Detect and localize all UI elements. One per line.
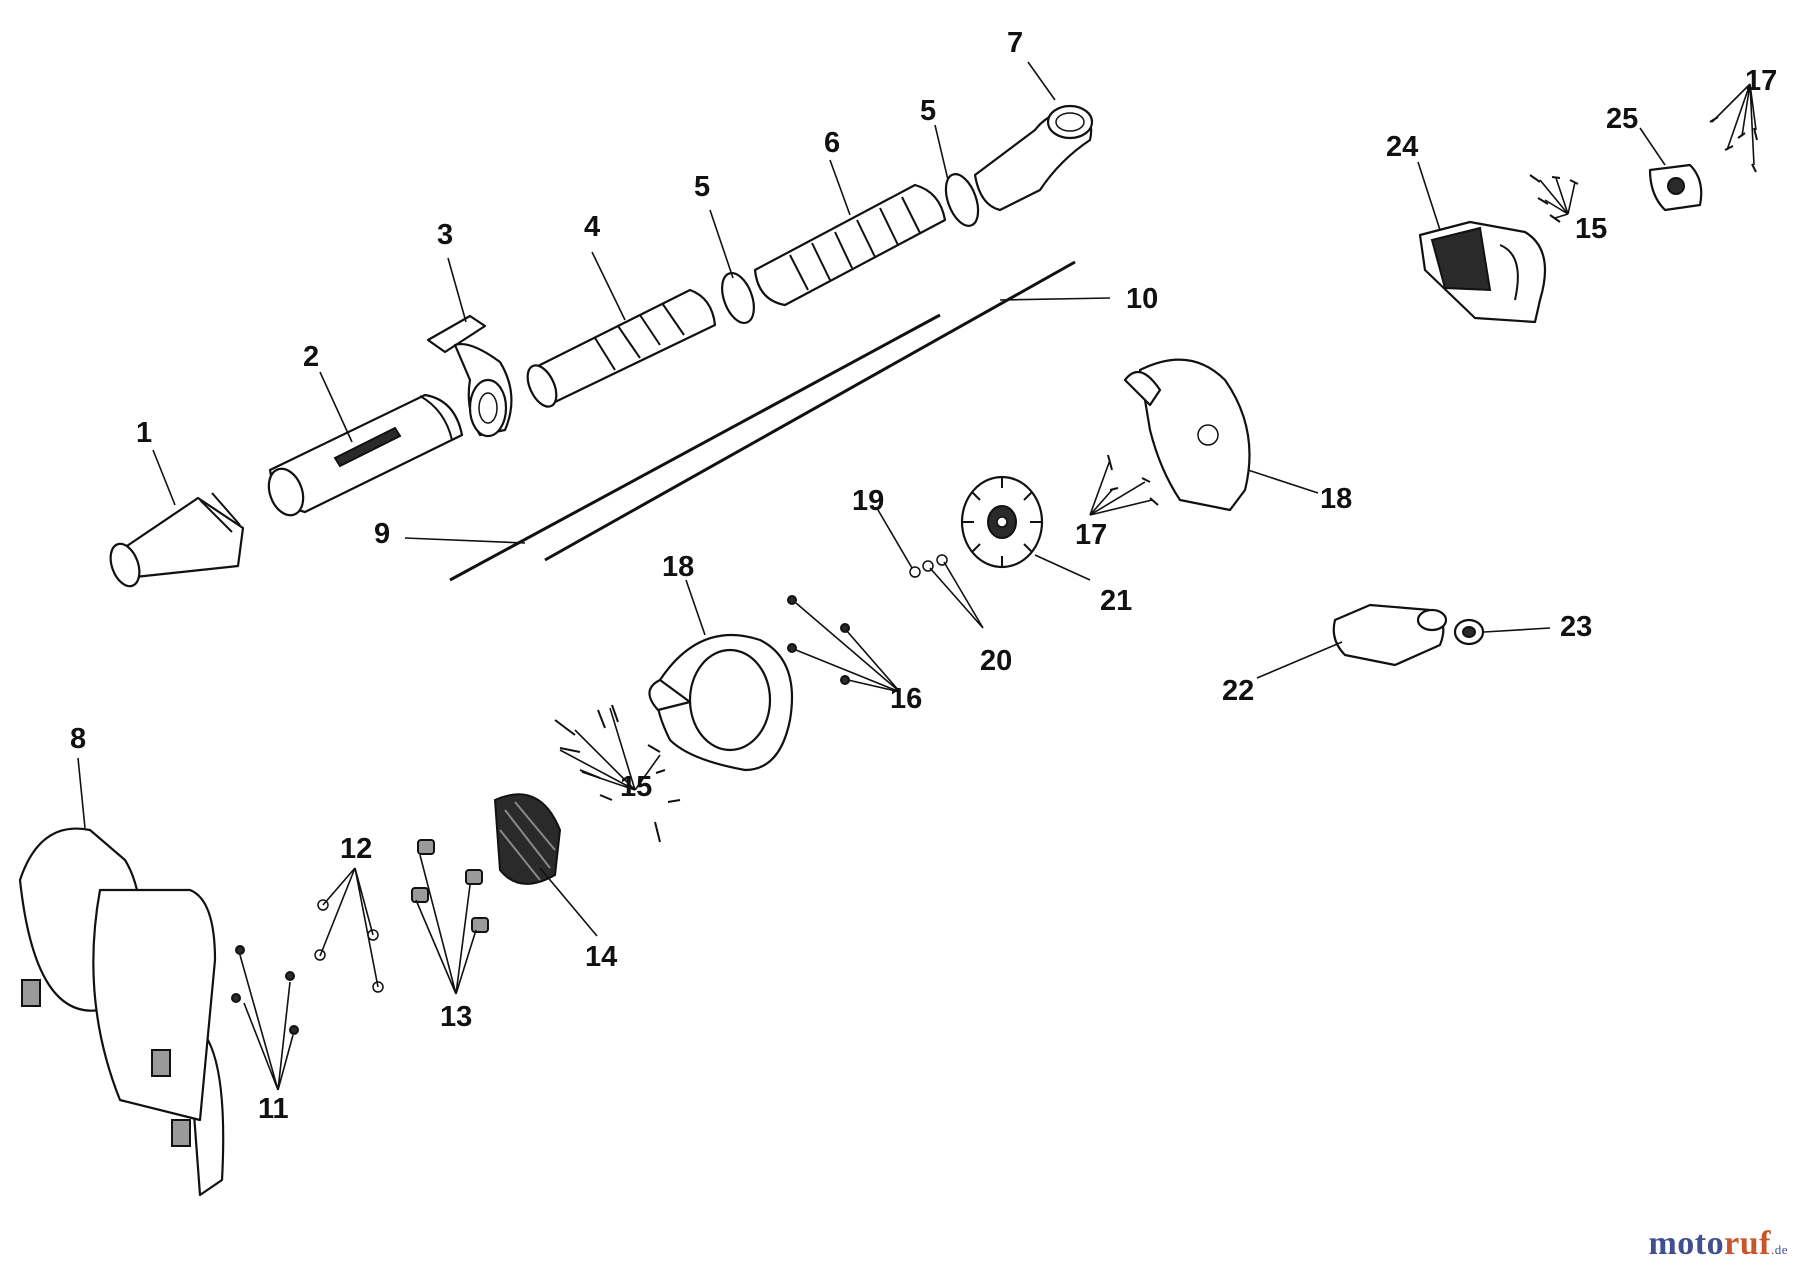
part-16-screws (787, 595, 850, 685)
part-1-nozzle (109, 492, 245, 588)
leader-lines (77, 61, 1757, 1091)
part-15-screws-upper (1529, 174, 1579, 223)
callout-5a: 5 (694, 171, 710, 203)
callout-18a: 18 (662, 551, 694, 583)
callout-2: 2 (303, 341, 319, 373)
part-7-elbow (973, 104, 1094, 212)
callout-4: 4 (584, 211, 600, 243)
callout-numbers: 1 2 3 4 5 6 5 7 8 9 10 11 12 13 14 15 16… (70, 27, 1777, 1125)
callout-17b: 17 (1745, 65, 1777, 97)
part-5-clamp-ring-right (944, 173, 980, 227)
callout-1: 1 (136, 417, 152, 449)
part-17-screws-upper (1709, 116, 1758, 173)
part-24-engine-cover (1418, 220, 1547, 324)
part-9-cable (449, 313, 941, 582)
callout-15b: 15 (1575, 213, 1607, 245)
callout-7: 7 (1007, 27, 1023, 59)
callout-3: 3 (437, 219, 453, 251)
part-23-cap (1453, 618, 1485, 646)
part-10-cable (544, 260, 1076, 562)
part-3-handle (426, 314, 513, 438)
part-8-backpack-frame (18, 827, 225, 1197)
part-2-tube (267, 393, 464, 517)
part-19-nut (909, 566, 921, 578)
callout-21: 21 (1100, 585, 1132, 617)
callout-10: 10 (1126, 283, 1158, 315)
callout-18b: 18 (1320, 483, 1352, 515)
callout-16: 16 (890, 683, 922, 715)
part-25-starter (1648, 163, 1703, 212)
callout-20: 20 (980, 645, 1012, 677)
watermark-part-c: .de (1770, 1242, 1788, 1257)
callout-15a: 15 (620, 771, 652, 803)
callout-8: 8 (70, 723, 86, 755)
part-11-fasteners (231, 945, 299, 1035)
watermark-logo: motoruf.de (1648, 1225, 1788, 1263)
callout-12: 12 (340, 833, 372, 865)
callout-9: 9 (374, 518, 390, 550)
callout-17a: 17 (1075, 519, 1107, 551)
part-22-tank (1332, 603, 1448, 667)
part-14-grille (493, 793, 562, 885)
part-5-clamp-ring-left (721, 272, 755, 324)
watermark-part-b: ruf (1724, 1225, 1771, 1262)
callout-11: 11 (258, 1093, 289, 1125)
callout-13: 13 (440, 1001, 472, 1033)
callout-6: 6 (824, 127, 840, 159)
part-4-flex-tube (526, 288, 717, 408)
part-20-washers (922, 554, 948, 572)
part-17-screws-middle (1107, 454, 1159, 506)
part-18-housing-front (648, 633, 794, 772)
part-12-washers (314, 899, 384, 993)
callout-19: 19 (852, 485, 884, 517)
part-6-hose (753, 183, 947, 307)
part-21-impeller (960, 475, 1044, 569)
part-18-housing-rear (1123, 358, 1251, 512)
callout-22: 22 (1222, 675, 1254, 707)
callout-23: 23 (1560, 611, 1592, 643)
callout-24: 24 (1386, 131, 1418, 163)
watermark-part-a: moto (1648, 1225, 1725, 1262)
callout-25: 25 (1606, 103, 1638, 135)
part-13-mounts (411, 839, 489, 933)
callout-14: 14 (585, 941, 617, 973)
callout-5b: 5 (920, 95, 936, 127)
